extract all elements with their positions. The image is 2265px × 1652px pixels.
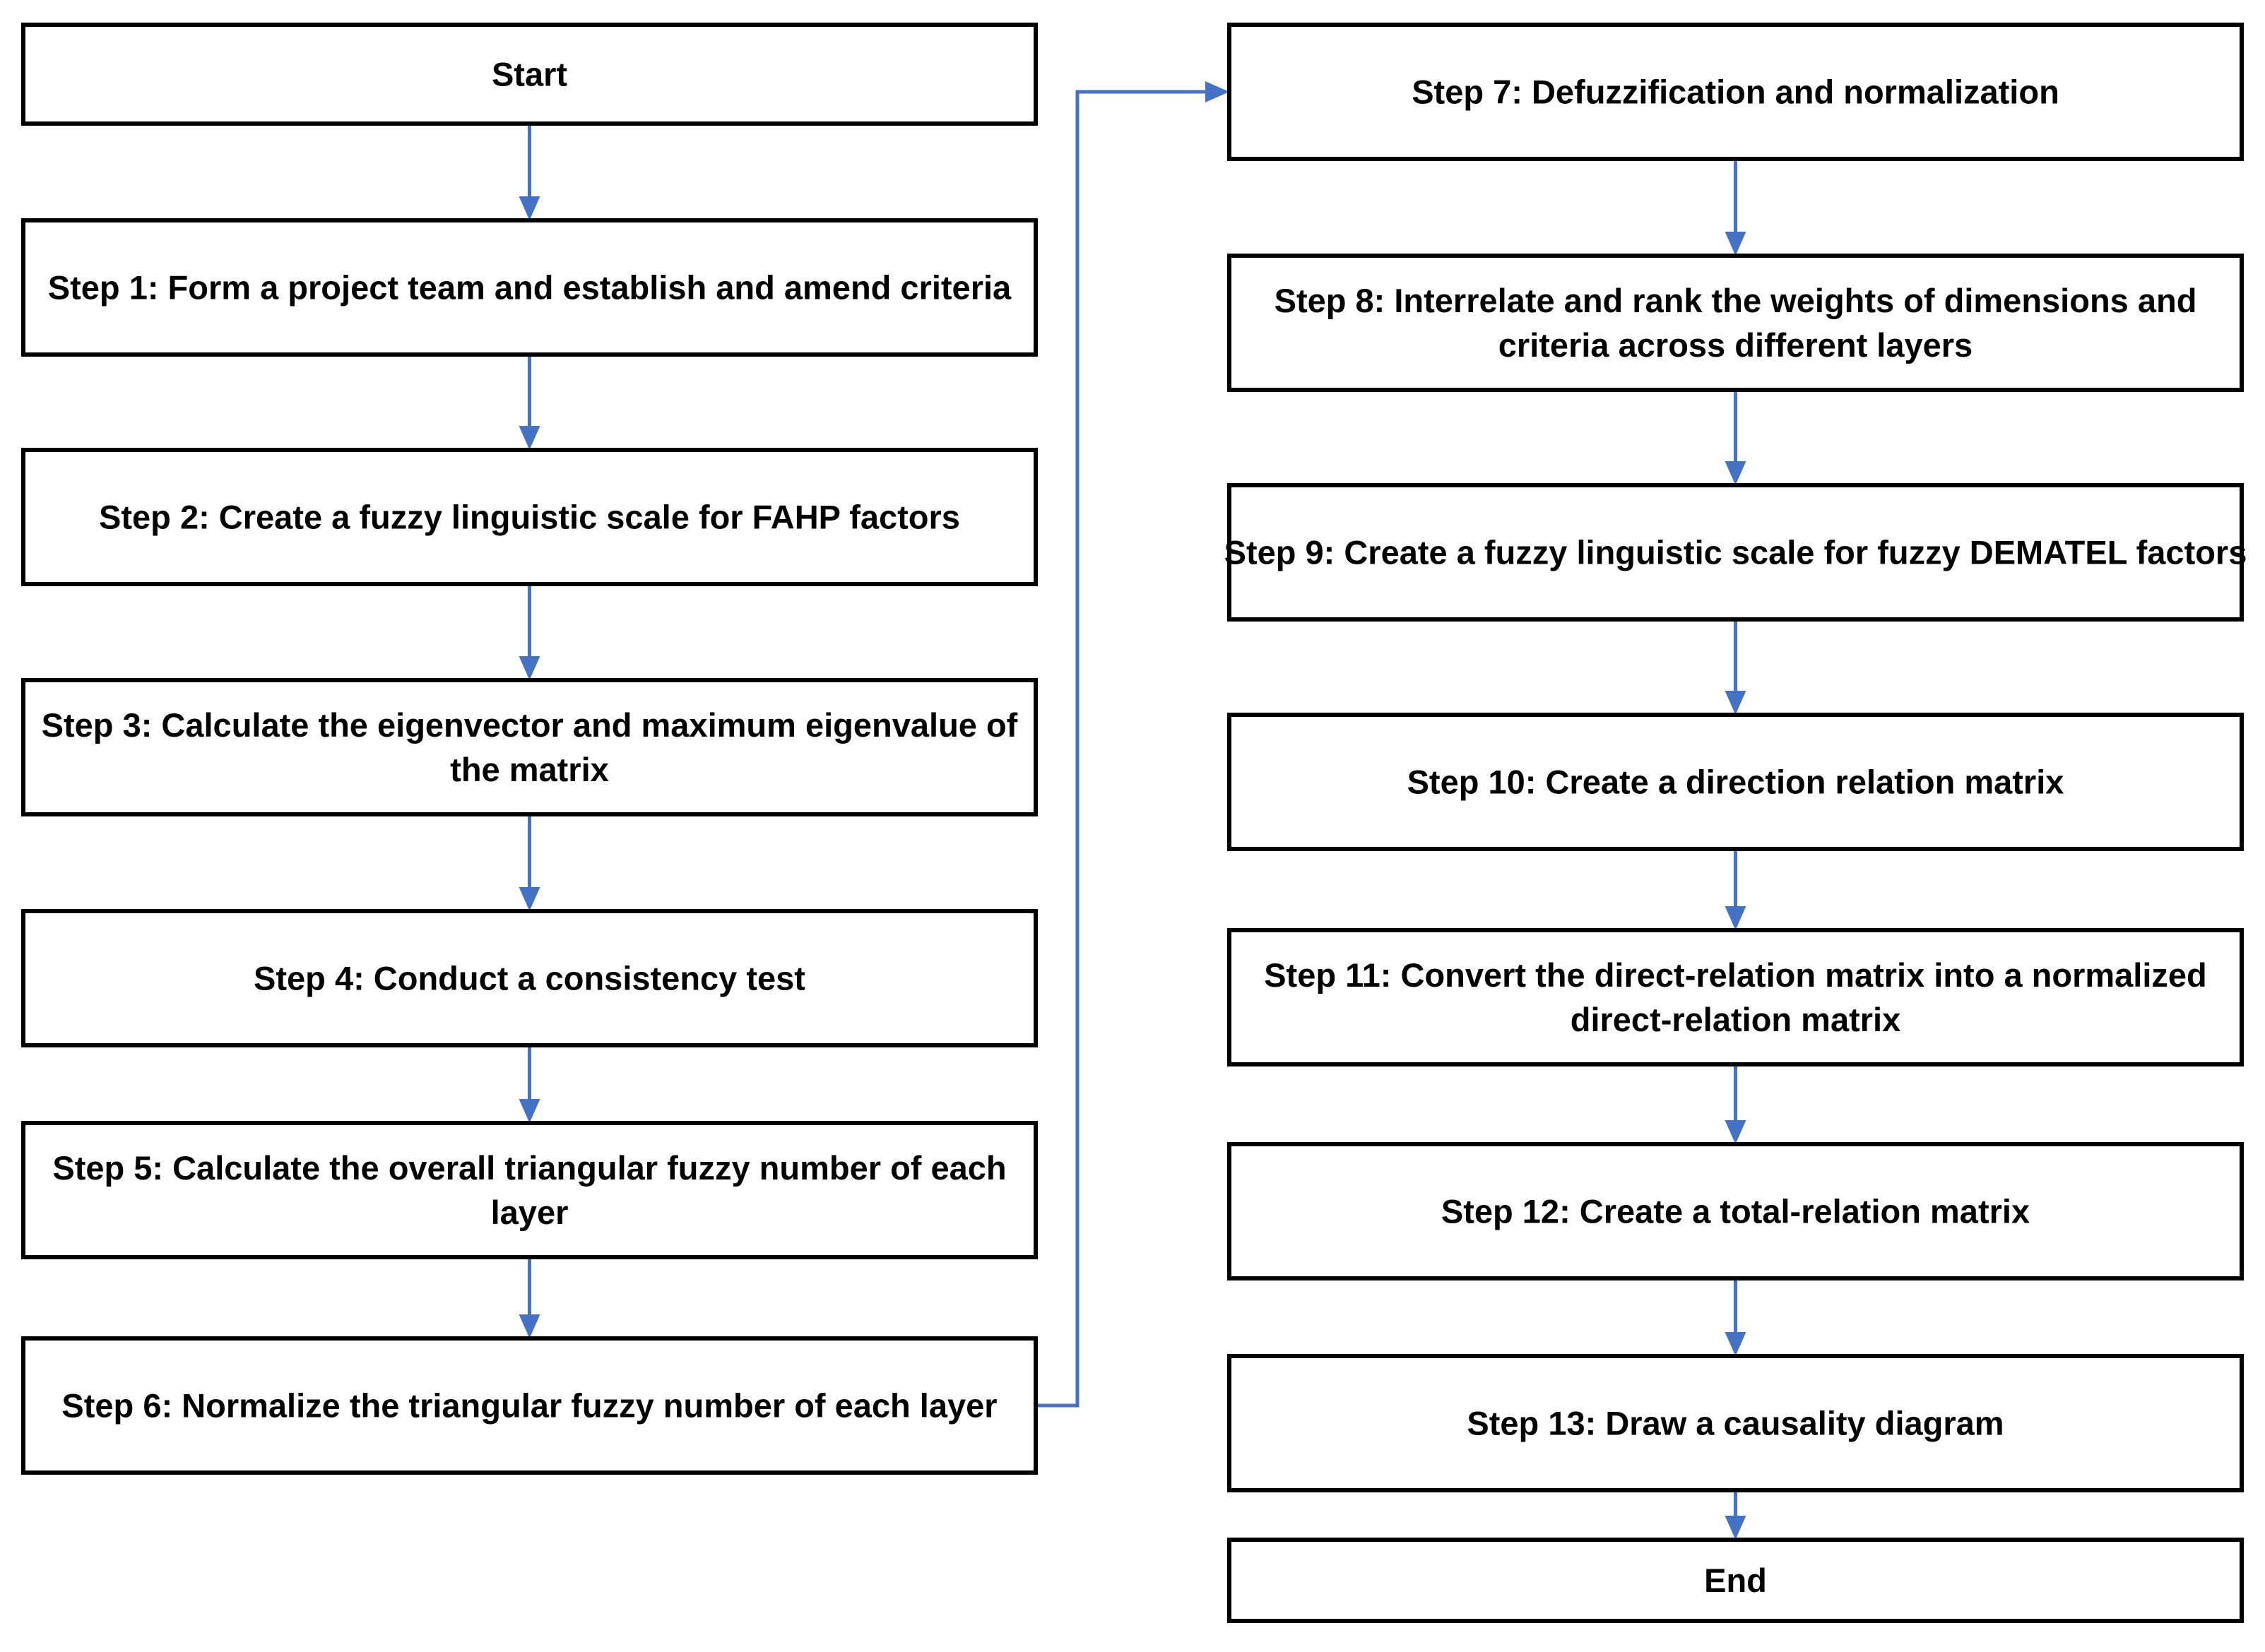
box-outline-step8 <box>1227 254 2244 392</box>
process-box-end: End <box>1227 1538 2244 1623</box>
arrowhead <box>519 1099 540 1123</box>
connector-line <box>1036 90 1207 1408</box>
box-label-step4-line-0: Step 4: Conduct a consistency test <box>254 960 805 997</box>
box-label-step5-line-0: Step 5: Calculate the overall triangular… <box>52 1149 1006 1187</box>
process-box-start: Start <box>21 23 1038 126</box>
arrowhead <box>519 656 540 680</box>
arrowhead <box>1725 1120 1746 1144</box>
box-outline-start <box>21 23 1038 126</box>
process-box-step13: Step 13: Draw a causality diagram <box>1227 1354 2244 1492</box>
process-box-step10: Step 10: Create a direction relation mat… <box>1227 713 2244 851</box>
process-box-step4: Step 4: Conduct a consistency test <box>21 909 1038 1047</box>
connector-step6-to-step7 <box>1036 81 1229 1408</box>
arrowhead <box>519 196 540 220</box>
process-box-step3: Step 3: Calculate the eigenvector and ma… <box>21 678 1038 816</box>
process-box-step9: Step 9: Create a fuzzy linguistic scale … <box>1224 483 2247 622</box>
arrowhead <box>1725 1332 1746 1356</box>
connector-step10-to-step11 <box>1725 849 1746 930</box>
connector-step5-to-step6 <box>519 1257 540 1338</box>
arrowhead <box>1725 691 1746 715</box>
box-label-step11-line-1: direct-relation matrix <box>1571 1001 1901 1038</box>
connectors <box>519 81 1746 1540</box>
box-outline-step3 <box>21 678 1038 816</box>
box-label-start-line-0: Start <box>492 56 567 93</box>
box-outline-step7 <box>1227 23 2244 161</box>
box-label-end-line-0: End <box>1704 1562 1767 1599</box>
box-outline-step12 <box>1227 1142 2244 1280</box>
process-box-step7: Step 7: Defuzzification and normalizatio… <box>1227 23 2244 161</box>
box-outline-step10 <box>1227 713 2244 851</box>
process-box-step12: Step 12: Create a total-relation matrix <box>1227 1142 2244 1280</box>
connector-step12-to-step13 <box>1725 1278 1746 1356</box>
arrowhead <box>519 887 540 911</box>
connector-step9-to-step10 <box>1725 619 1746 715</box>
process-box-step8: Step 8: Interrelate and rank the weights… <box>1227 254 2244 392</box>
box-outline-step2 <box>21 448 1038 586</box>
process-box-step11: Step 11: Convert the direct-relation mat… <box>1227 928 2244 1066</box>
box-outline-step4 <box>21 909 1038 1047</box>
box-label-step5-line-1: layer <box>491 1194 569 1231</box>
connector-start-to-step1 <box>519 124 540 220</box>
connector-step1-to-step2 <box>519 355 540 450</box>
box-outline-end <box>1227 1538 2244 1623</box>
box-label-step3-line-1: the matrix <box>450 751 609 788</box>
process-box-step5: Step 5: Calculate the overall triangular… <box>21 1121 1038 1259</box>
connector-step2-to-step3 <box>519 584 540 680</box>
box-label-step13-line-0: Step 13: Draw a causality diagram <box>1467 1405 2004 1442</box>
process-box-step2: Step 2: Create a fuzzy linguistic scale … <box>21 448 1038 586</box>
box-outline-step5 <box>21 1121 1038 1259</box>
box-label-step1-line-0: Step 1: Form a project team and establis… <box>48 269 1012 307</box>
arrowhead <box>1725 232 1746 256</box>
box-label-step11-line-0: Step 11: Convert the direct-relation mat… <box>1264 956 2207 994</box>
process-box-step6: Step 6: Normalize the triangular fuzzy n… <box>21 1336 1038 1475</box>
arrowhead <box>1725 906 1746 930</box>
box-label-step6-line-0: Step 6: Normalize the triangular fuzzy n… <box>61 1387 997 1425</box>
connector-step13-to-end <box>1725 1490 1746 1540</box>
connector-step8-to-step9 <box>1725 390 1746 485</box>
connector-step4-to-step5 <box>519 1045 540 1123</box>
box-label-step7-line-0: Step 7: Defuzzification and normalizatio… <box>1412 73 2059 111</box>
box-outline-step1 <box>21 218 1038 357</box>
box-label-step3-line-0: Step 3: Calculate the eigenvector and ma… <box>42 706 1018 744</box>
arrowhead <box>519 426 540 450</box>
connector-step11-to-step12 <box>1725 1064 1746 1144</box>
arrowhead <box>1205 81 1229 102</box>
box-label-step10-line-0: Step 10: Create a direction relation mat… <box>1407 763 2064 801</box>
box-label-step12-line-0: Step 12: Create a total-relation matrix <box>1441 1193 2030 1230</box>
connector-step3-to-step4 <box>519 814 540 911</box>
arrowhead <box>519 1314 540 1338</box>
box-label-step9-line-0: Step 9: Create a fuzzy linguistic scale … <box>1224 534 2247 571</box>
connector-step7-to-step8 <box>1725 159 1746 256</box>
box-outline-step6 <box>21 1336 1038 1475</box>
box-outline-step11 <box>1227 928 2244 1066</box>
box-label-step8-line-0: Step 8: Interrelate and rank the weights… <box>1275 282 2197 319</box>
box-outline-step9 <box>1227 483 2244 622</box>
box-label-step2-line-0: Step 2: Create a fuzzy linguistic scale … <box>99 499 960 536</box>
process-box-step1: Step 1: Form a project team and establis… <box>21 218 1038 357</box>
box-label-step8-line-1: criteria across different layers <box>1498 326 1973 364</box>
arrowhead <box>1725 461 1746 485</box>
box-outline-step13 <box>1227 1354 2244 1492</box>
arrowhead <box>1725 1516 1746 1540</box>
